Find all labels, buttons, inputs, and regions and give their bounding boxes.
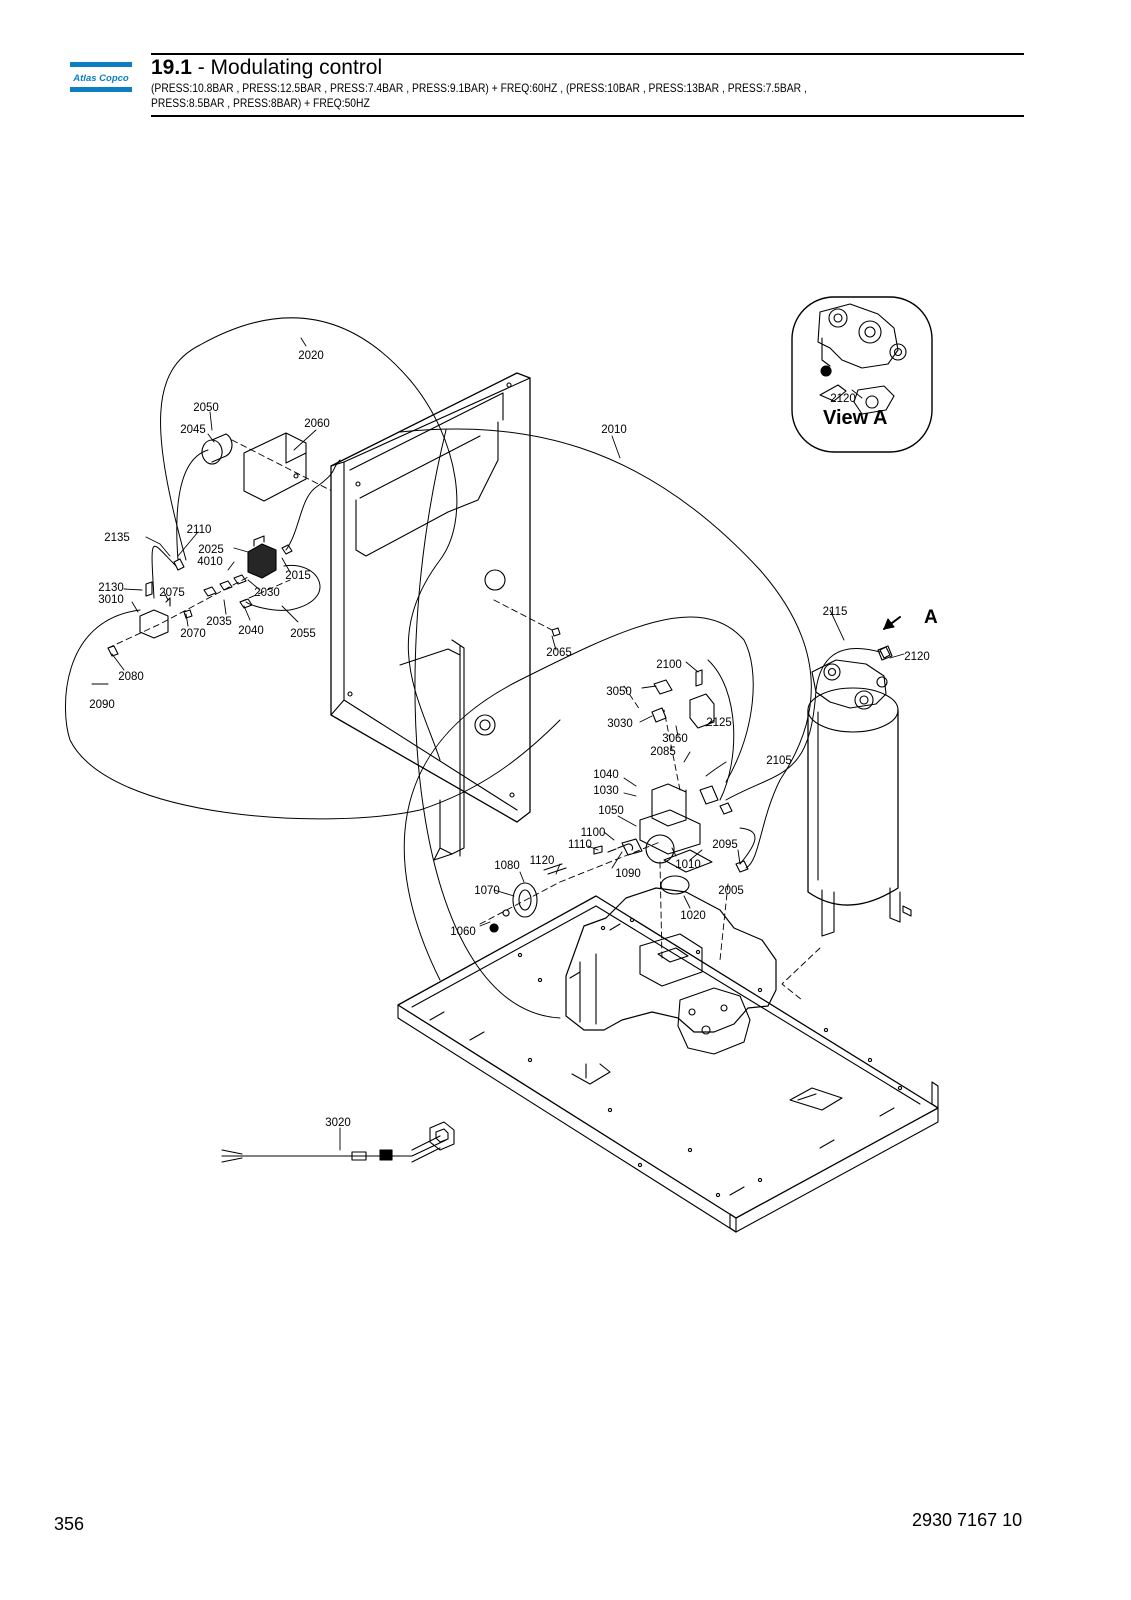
callout-2050: 2050 [193, 402, 219, 414]
page-number: 356 [54, 1514, 85, 1534]
document-number: 2930 7167 10 [912, 1510, 1023, 1530]
section-number: 19.1 [151, 56, 192, 79]
callout-1120: 1120 [530, 855, 555, 867]
callout-2120: 2120 [904, 651, 930, 663]
callout-1110: 1110 [568, 839, 592, 851]
atlas-copco-logo: Atlas Copco [70, 62, 132, 92]
callout-2070: 2070 [180, 628, 206, 640]
callout-1070: 1070 [474, 885, 500, 897]
control-components [107, 432, 891, 873]
callout-2035: 2035 [206, 616, 232, 628]
callout-2010: 2010 [601, 424, 627, 436]
callout-2130: 2130 [98, 582, 124, 594]
base-frame [397, 895, 939, 1233]
callout-4010: 4010 [197, 556, 223, 568]
page-title: 19.1 - Modulating control [151, 56, 382, 80]
callout-2085: 2085 [650, 746, 676, 758]
view-a-valve-block [817, 303, 907, 415]
cable-3020 [221, 1121, 455, 1163]
callout-2100: 2100 [656, 659, 682, 671]
callout-2045: 2045 [180, 424, 206, 436]
callout-2135: 2135 [104, 532, 130, 544]
callout-labels: 2020 2050 2045 2060 2010 2135 2110 2025 … [89, 350, 930, 1129]
subtitle-line-1: (PRESS:10.8BAR , PRESS:12.5BAR , PRESS:7… [151, 81, 807, 95]
callout-3020: 3020 [325, 1117, 351, 1129]
header-rule-top [151, 53, 1024, 55]
compressor-element [565, 887, 777, 1085]
callout-1050: 1050 [598, 805, 624, 817]
leader-lines [91, 337, 905, 1151]
callout-2125: 2125 [706, 717, 732, 729]
callout-2030: 2030 [254, 587, 280, 599]
subtitle-line-2: PRESS:8.5BAR , PRESS:8BAR) + FREQ:50HZ [151, 96, 370, 110]
callout-2055: 2055 [290, 628, 316, 640]
callout-2080: 2080 [118, 671, 144, 683]
callout-1060: 1060 [450, 926, 476, 938]
view-a-arrowhead [883, 618, 895, 630]
callout-2020: 2020 [298, 350, 324, 362]
callout-1100: 1100 [581, 827, 606, 839]
callout-2025: 2025 [198, 544, 224, 556]
receiver-tank [807, 645, 912, 937]
callout-3060: 3060 [662, 733, 688, 745]
callout-2090: 2090 [89, 699, 115, 711]
view-a-inset: View A [791, 296, 933, 453]
callout-3030: 3030 [607, 718, 633, 730]
view-a-marker: A [924, 607, 938, 628]
callout-2015: 2015 [285, 570, 311, 582]
inset-callout-2120: 2120 [830, 393, 856, 405]
vertical-panel [330, 372, 531, 861]
callout-2095: 2095 [712, 839, 738, 851]
callout-1040: 1040 [593, 769, 619, 781]
callout-1020: 1020 [680, 910, 706, 922]
callout-1080: 1080 [494, 860, 520, 872]
section-title: Modulating control [210, 56, 383, 79]
callout-2105: 2105 [766, 755, 792, 767]
callout-2075: 2075 [159, 587, 185, 599]
regulating-valve-assembly [621, 669, 719, 873]
callout-1090: 1090 [615, 868, 641, 880]
callout-1010: 1010 [675, 859, 701, 871]
hoses [64, 317, 881, 1019]
assembly-lines [107, 439, 821, 1001]
callout-2110: 2110 [187, 524, 212, 536]
callout-2065: 2065 [546, 647, 572, 659]
callout-1030: 1030 [593, 785, 619, 797]
variant-subtitle: (PRESS:10.8BAR , PRESS:12.5BAR , PRESS:7… [151, 81, 1011, 111]
logo-text: Atlas Copco [72, 73, 129, 84]
callout-2040: 2040 [238, 625, 264, 637]
callout-2005: 2005 [718, 885, 744, 897]
flange-parts [489, 843, 690, 933]
view-a-label: View A [823, 407, 887, 429]
header-rule-bottom [151, 115, 1024, 117]
section-separator: - [191, 56, 211, 79]
callout-3010: 3010 [98, 594, 124, 606]
callout-2115: 2115 [823, 606, 848, 618]
callout-3050: 3050 [606, 686, 632, 698]
callout-2060: 2060 [304, 418, 330, 430]
